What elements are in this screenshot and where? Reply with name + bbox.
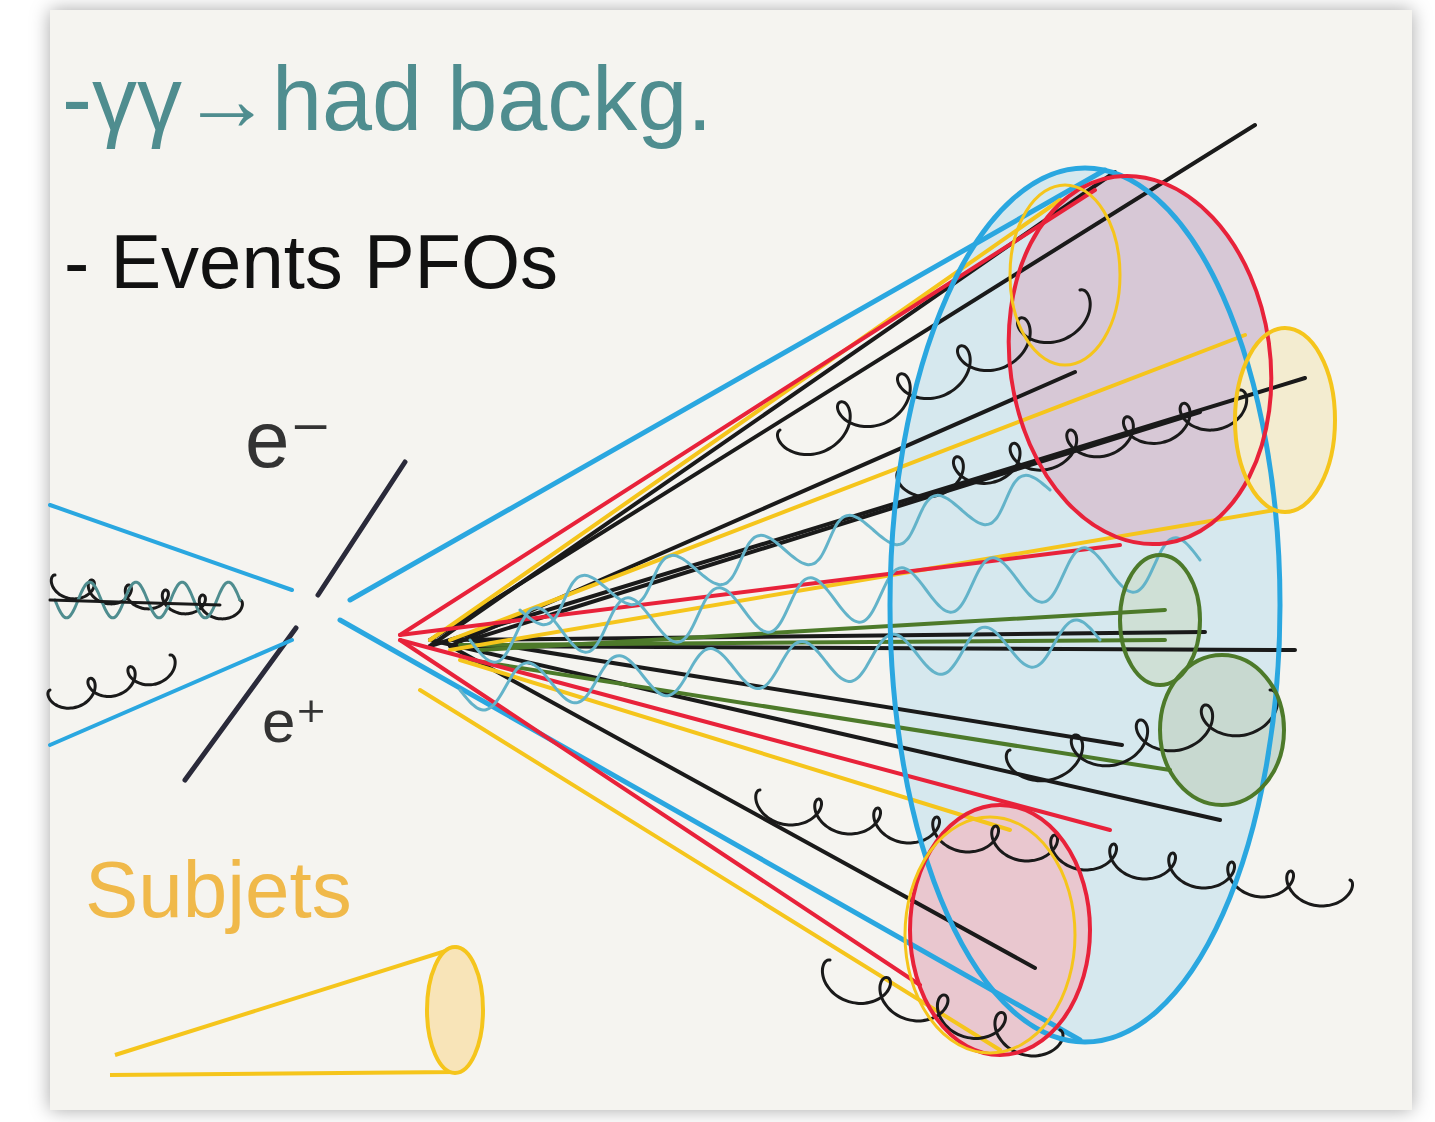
gluon-curl [51,575,242,619]
note-text: -γγ→had backg. [62,52,712,147]
particle-label: e⁻ [245,398,332,482]
particle-track [50,600,220,605]
legend-label: Subjets [85,848,352,932]
subjet-fill [1160,655,1284,805]
particle-track [430,640,1220,820]
subjet-icon [110,948,455,1075]
jet-cone-outline [890,168,1280,1042]
subjet-cone-edge [460,660,1010,830]
photon-wave [470,538,1200,662]
subjet-outline [905,817,1075,1053]
photon-wave [460,620,1100,710]
subjet-outline [1160,655,1284,805]
gluon-curl [1006,690,1277,781]
subjet-outline [1235,328,1335,512]
photon-wave [520,475,1050,624]
subjet-cone-edge [400,545,1120,635]
subjet-outline [1010,185,1120,365]
subjet-icon [427,947,483,1073]
subjet-fill [1235,328,1335,512]
gluon-curl [777,290,1090,455]
subjet-cone-edge [400,640,920,985]
gluon-curl [897,390,1247,497]
gluon-curl [48,655,175,708]
subjet-cone-edge [420,690,1000,1050]
particle-label: e⁺ [262,690,327,753]
gluon-curl [756,790,1353,906]
note-text: - Events PFOs [64,222,558,302]
jet-cone-edge [50,505,292,590]
particle-track [430,378,1305,646]
subjet-cone-edge [450,335,1245,640]
